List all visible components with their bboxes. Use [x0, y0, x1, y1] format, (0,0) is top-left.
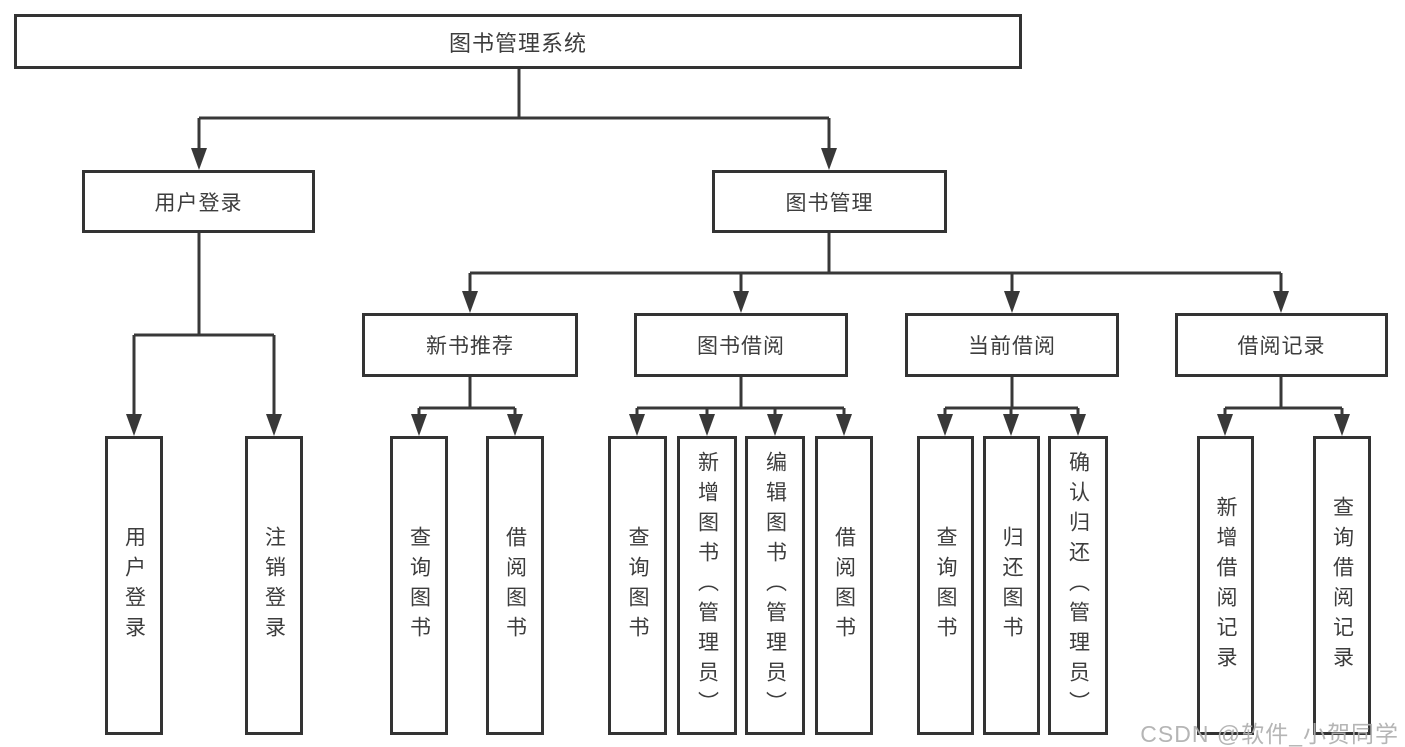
leaf-borrowing-borrow-books: 借阅图书 — [815, 436, 873, 735]
leaf-records-query-record: 查询借阅记录 — [1313, 436, 1371, 735]
csdn-watermark: CSDN @软件_小贺同学 — [1140, 721, 1399, 747]
leaf-current-query-books: 查询图书 — [917, 436, 974, 735]
node-new-book-recommend: 新书推荐 — [362, 313, 578, 377]
arrowheads — [126, 148, 1350, 436]
leaf-borrowing-add-book-admin: 新增图书（管理员） — [677, 436, 737, 735]
node-book-management: 图书管理 — [712, 170, 947, 233]
leaf-logout: 注销登录 — [245, 436, 303, 735]
node-current-borrowing: 当前借阅 — [905, 313, 1119, 377]
leaf-borrowing-edit-book-admin: 编辑图书（管理员） — [745, 436, 805, 735]
leaf-newbook-borrow-books: 借阅图书 — [486, 436, 544, 735]
node-borrowing-records: 借阅记录 — [1175, 313, 1388, 377]
node-user-login: 用户登录 — [82, 170, 315, 233]
node-library-system: 图书管理系统 — [14, 14, 1022, 69]
leaf-newbook-query-books: 查询图书 — [390, 436, 448, 735]
node-book-borrowing: 图书借阅 — [634, 313, 848, 377]
leaf-user-login: 用户登录 — [105, 436, 163, 735]
leaf-records-add-record: 新增借阅记录 — [1197, 436, 1254, 735]
leaf-current-confirm-return-admin: 确认归还（管理员） — [1048, 436, 1108, 735]
leaf-borrowing-query-books: 查询图书 — [608, 436, 667, 735]
leaf-current-return-books: 归还图书 — [983, 436, 1040, 735]
